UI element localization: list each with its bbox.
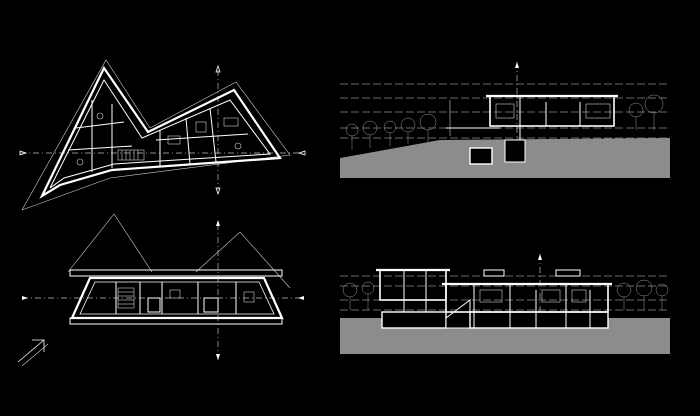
floor-plan-upper — [19, 59, 306, 211]
section-lower — [340, 254, 670, 354]
north-arrow-icon — [17, 339, 49, 367]
section-upper — [340, 62, 670, 178]
floor-plan-lower — [17, 213, 304, 367]
